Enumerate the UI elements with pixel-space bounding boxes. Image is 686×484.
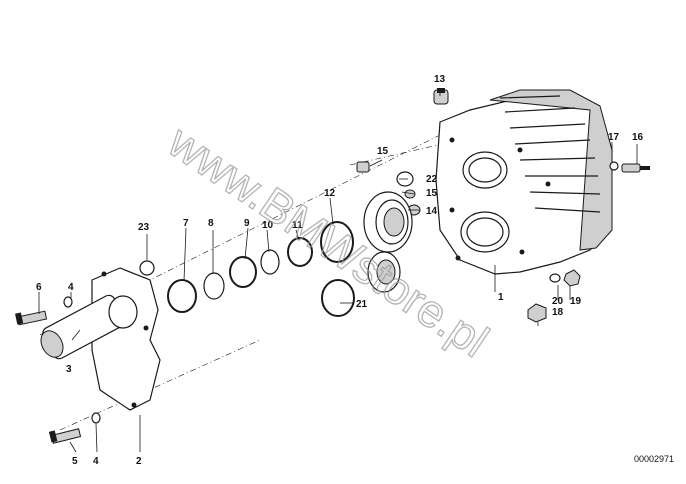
bolt-lower-part	[48, 412, 101, 444]
callout-23: 23	[138, 222, 150, 233]
callout-2: 2	[136, 456, 142, 467]
callout-16: 16	[632, 132, 644, 143]
callout-12: 12	[324, 188, 336, 199]
bearing-upper	[363, 191, 413, 253]
callout-5: 5	[72, 456, 78, 467]
callout-13: 13	[434, 74, 446, 85]
callout-18: 18	[552, 307, 564, 318]
callout-9: 9	[244, 218, 250, 229]
nut-parts	[527, 269, 581, 323]
ring-parts	[139, 221, 355, 317]
callout-6: 6	[36, 282, 42, 293]
callout-7: 7	[183, 218, 189, 229]
leader-lines	[38, 88, 638, 453]
bearing-lower	[367, 251, 401, 293]
drawing-number: 00002971	[633, 454, 674, 464]
breather-part	[433, 88, 449, 105]
callout-15-upper: 15	[377, 146, 389, 157]
sensor-part	[609, 161, 650, 173]
callout-14: 14	[426, 206, 438, 217]
callout-1: 1	[498, 292, 504, 303]
cover-axis-line	[59, 339, 261, 431]
callout-4-upper: 4	[68, 282, 74, 293]
callout-19: 19	[570, 296, 582, 307]
callout-22: 22	[426, 174, 438, 185]
callout-21: 21	[356, 299, 368, 310]
guide-sleeve-part	[40, 267, 161, 411]
gearbox-housing-part	[435, 89, 613, 275]
callout-20: 20	[552, 296, 564, 307]
bolt-upper-part	[15, 296, 73, 326]
callout-17: 17	[608, 132, 620, 143]
callout-4-lower: 4	[93, 456, 99, 467]
callout-8: 8	[208, 218, 214, 229]
callout-15-lower: 15	[426, 188, 438, 199]
callout-11: 11	[292, 220, 303, 231]
callout-3: 3	[66, 364, 72, 375]
callout-labels: 1 2 3 4 4 5 6 7 8 9 10 11 12 13 14 15 15…	[36, 74, 644, 467]
callout-10: 10	[262, 220, 274, 231]
